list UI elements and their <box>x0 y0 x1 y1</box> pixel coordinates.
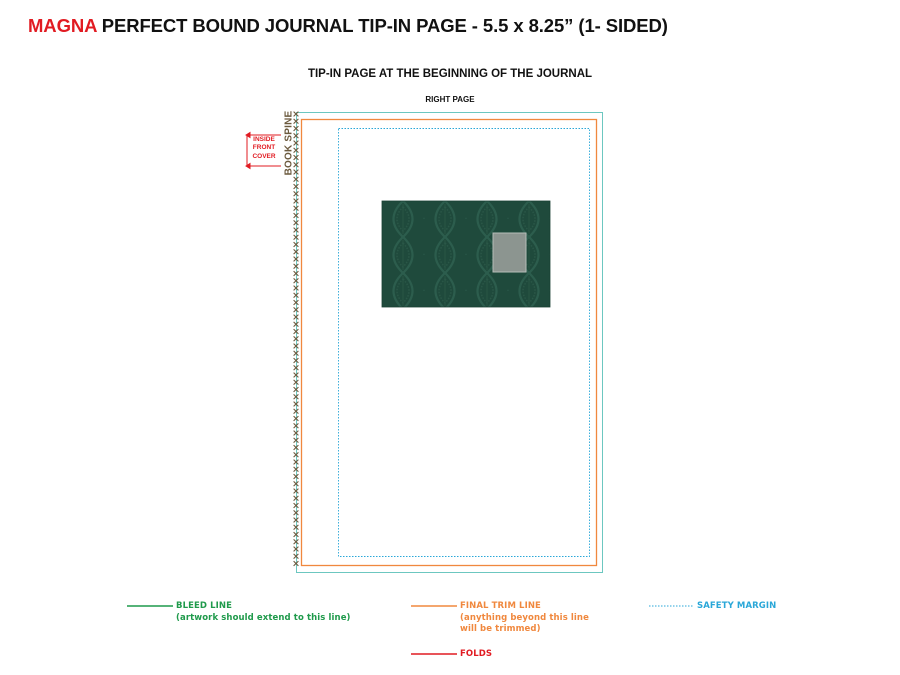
spine-cross-mark <box>293 183 299 190</box>
spine-cross-mark <box>293 393 299 400</box>
spine-cross-mark <box>293 415 299 422</box>
spine-cross-mark <box>293 154 299 161</box>
spine-cross-mark <box>293 118 299 125</box>
legend-bleed-title: BLEED LINE <box>176 601 233 611</box>
spine-cross-mark <box>293 430 299 436</box>
spine-cross-mark <box>293 437 299 444</box>
spine-cross-mark <box>293 495 299 502</box>
spine-cross-mark <box>293 285 299 291</box>
legend-trim-note: will be trimmed) <box>460 624 541 634</box>
spine-cross-mark <box>293 270 299 277</box>
legend-trim-title: FINAL TRIM LINE <box>460 601 541 611</box>
spine-cross-mark <box>293 212 299 219</box>
spine-cross-mark <box>293 314 299 320</box>
spine-cross-mark <box>293 256 299 262</box>
spine-cross-mark <box>293 560 299 567</box>
spine-cross-mark <box>293 328 299 335</box>
brand-name: MAGNA <box>28 15 97 36</box>
spine-cross-mark <box>293 372 299 378</box>
spine-cross-mark <box>293 299 299 306</box>
final-trim-outline <box>300 118 598 567</box>
inside-front-cover-label: INSIDE FRONT COVER <box>247 136 281 161</box>
inside-front-cover-arrow <box>245 131 281 170</box>
spine-cross-mark <box>293 488 299 494</box>
spine-cross-mark <box>293 132 299 139</box>
spine-cross-mark <box>293 248 299 255</box>
spine-cross-mark <box>293 524 299 531</box>
spine-cross-mark <box>293 459 299 465</box>
legend-safety-title: SAFETY MARGIN <box>697 601 777 611</box>
spine-cross-mark <box>293 350 299 357</box>
spine-cross-mark <box>293 335 299 342</box>
spine-cross-mark <box>293 517 299 523</box>
legend-bleed-note: (artwork should extend to this line) <box>176 612 351 623</box>
spine-cross-mark <box>293 422 299 429</box>
spine-cross-mark <box>293 444 299 451</box>
spine-cross-mark <box>293 364 299 371</box>
legend-trim-note: (anything beyond this line <box>460 612 589 623</box>
spine-cross-mark <box>293 546 299 552</box>
spine-cross-mark <box>293 205 299 212</box>
spine-cross-mark <box>293 531 299 538</box>
spine-cross-mark <box>293 451 299 458</box>
spine-cross-mark <box>293 227 299 233</box>
spine-cross-mark <box>293 306 299 313</box>
spine-cross-mark <box>293 502 299 509</box>
spine-cross-mark <box>293 169 299 175</box>
spine-cross-mark <box>293 111 299 117</box>
cover-label-line: COVER <box>252 152 276 160</box>
spine-cross-mark <box>293 234 299 241</box>
page-side-label: RIGHT PAGE <box>425 95 475 104</box>
spine-cross-mark <box>293 321 299 328</box>
page-title: MAGNA PERFECT BOUND JOURNAL TIP-IN PAGE … <box>28 15 668 37</box>
spine-cross-mark <box>293 509 299 516</box>
legend-bleed-line: BLEED LINE (artwork should extend to thi… <box>176 601 351 624</box>
book-spine-label: BOOK SPINE <box>283 110 295 176</box>
leaf-pattern-artwork <box>381 200 551 308</box>
spine-cross-mark <box>293 480 299 487</box>
spine-cross-mark <box>293 277 299 284</box>
cover-label-line: FRONT <box>252 144 276 152</box>
spine-cross-mark <box>293 538 299 545</box>
legend-folds-title: FOLDS <box>460 649 493 659</box>
spine-cross-mark <box>293 408 299 415</box>
cover-label-line: INSIDE <box>253 136 275 143</box>
spine-cross-mark <box>293 386 299 393</box>
spine-cross-mark <box>293 161 299 168</box>
safety-margin-outline <box>338 128 590 557</box>
spine-cross-mark <box>293 125 299 132</box>
spine-cross-mark <box>293 553 299 560</box>
legend-final-trim-line: FINAL TRIM LINE (anything beyond this li… <box>460 601 589 636</box>
book-spine-cross-marks <box>293 111 299 567</box>
spine-cross-mark <box>293 140 299 146</box>
spine-cross-mark <box>293 379 299 386</box>
spine-cross-mark <box>293 263 299 270</box>
legend-safety-margin: SAFETY MARGIN <box>697 601 776 613</box>
spine-cross-mark <box>293 219 299 226</box>
spine-cross-mark <box>293 176 299 183</box>
spine-cross-mark <box>293 292 299 299</box>
spine-cross-mark <box>293 466 299 473</box>
spine-cross-mark <box>293 198 299 204</box>
title-text: PERFECT BOUND JOURNAL TIP-IN PAGE - 5.5 … <box>96 15 668 36</box>
spine-cross-mark <box>293 401 299 407</box>
spine-cross-mark <box>293 190 299 197</box>
spine-cross-mark <box>293 357 299 364</box>
spine-cross-mark <box>293 473 299 480</box>
spine-cross-mark <box>293 241 299 248</box>
diagram-subtitle: TIP-IN PAGE AT THE BEGINNING OF THE JOUR… <box>307 68 593 80</box>
artwork-window <box>492 232 527 273</box>
legend-folds: FOLDS <box>460 649 492 661</box>
spine-cross-mark <box>293 147 299 154</box>
spine-cross-mark <box>293 343 299 349</box>
bleed-outline <box>296 112 603 573</box>
